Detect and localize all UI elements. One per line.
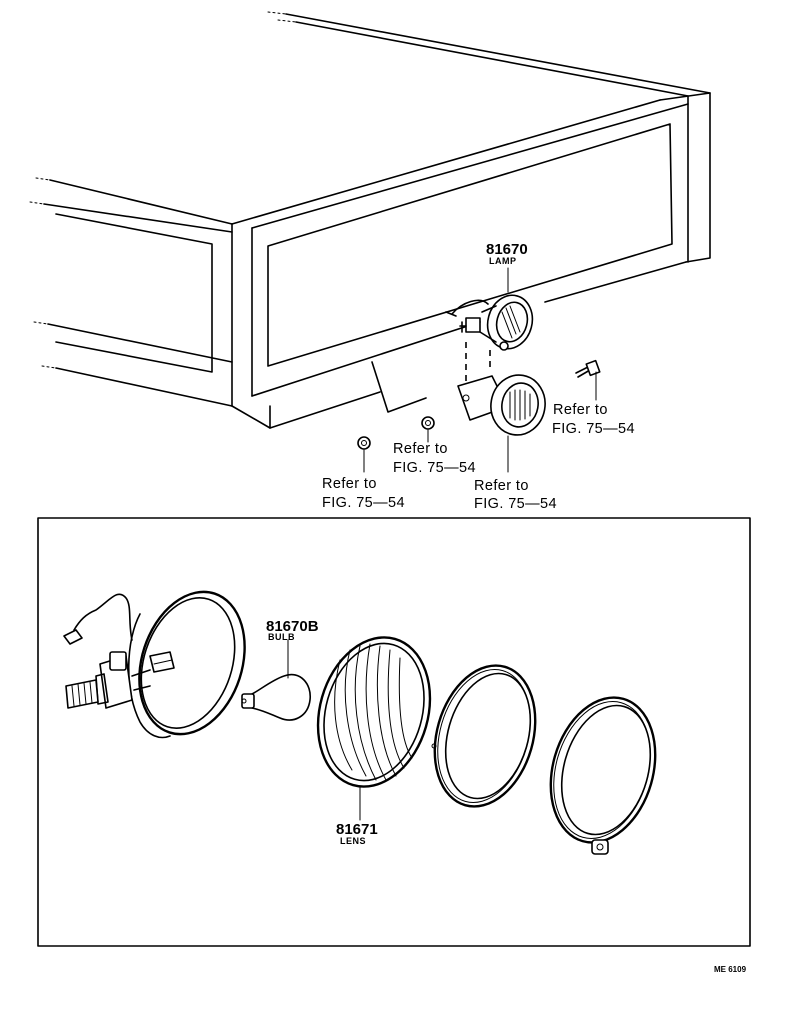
truck-bed-illustration — [29, 11, 711, 429]
exploded-view-frame — [37, 517, 751, 947]
drawing-code: ME 6109 — [714, 965, 747, 974]
bracket-ref-line2: FIG. 75—54 — [474, 496, 557, 512]
bulb — [241, 639, 311, 721]
lens-part-name: LENS — [340, 836, 366, 846]
bolt-ref-line1: Refer to — [553, 402, 608, 418]
lamp-assembly-mounted — [445, 294, 534, 392]
nut-small-ref-line1: Refer to — [393, 441, 448, 457]
retaining-ring — [431, 664, 537, 808]
lamp-part-name: LAMP — [489, 256, 517, 266]
nut-left-ref-line2: FIG. 75—54 — [322, 495, 405, 511]
bulb-part-number: 81670B — [266, 618, 319, 635]
bolt-ref-line2: FIG. 75—54 — [552, 421, 635, 437]
bracket-ref-line1: Refer to — [474, 478, 529, 494]
trim-ring — [549, 696, 657, 855]
nut-left — [357, 436, 371, 473]
nut-small-ref-line2: FIG. 75—54 — [393, 460, 476, 476]
lens-part-number: 81671 — [336, 821, 378, 838]
lamp-housing — [63, 590, 246, 739]
bulb-part-name: BULB — [268, 632, 295, 642]
nut-left-ref-line1: Refer to — [322, 476, 377, 492]
lens — [316, 636, 432, 821]
mounting-bracket — [457, 374, 546, 436]
lamp-part-number: 81670 — [486, 241, 528, 258]
bolt — [575, 359, 601, 401]
nut-small — [421, 416, 435, 443]
